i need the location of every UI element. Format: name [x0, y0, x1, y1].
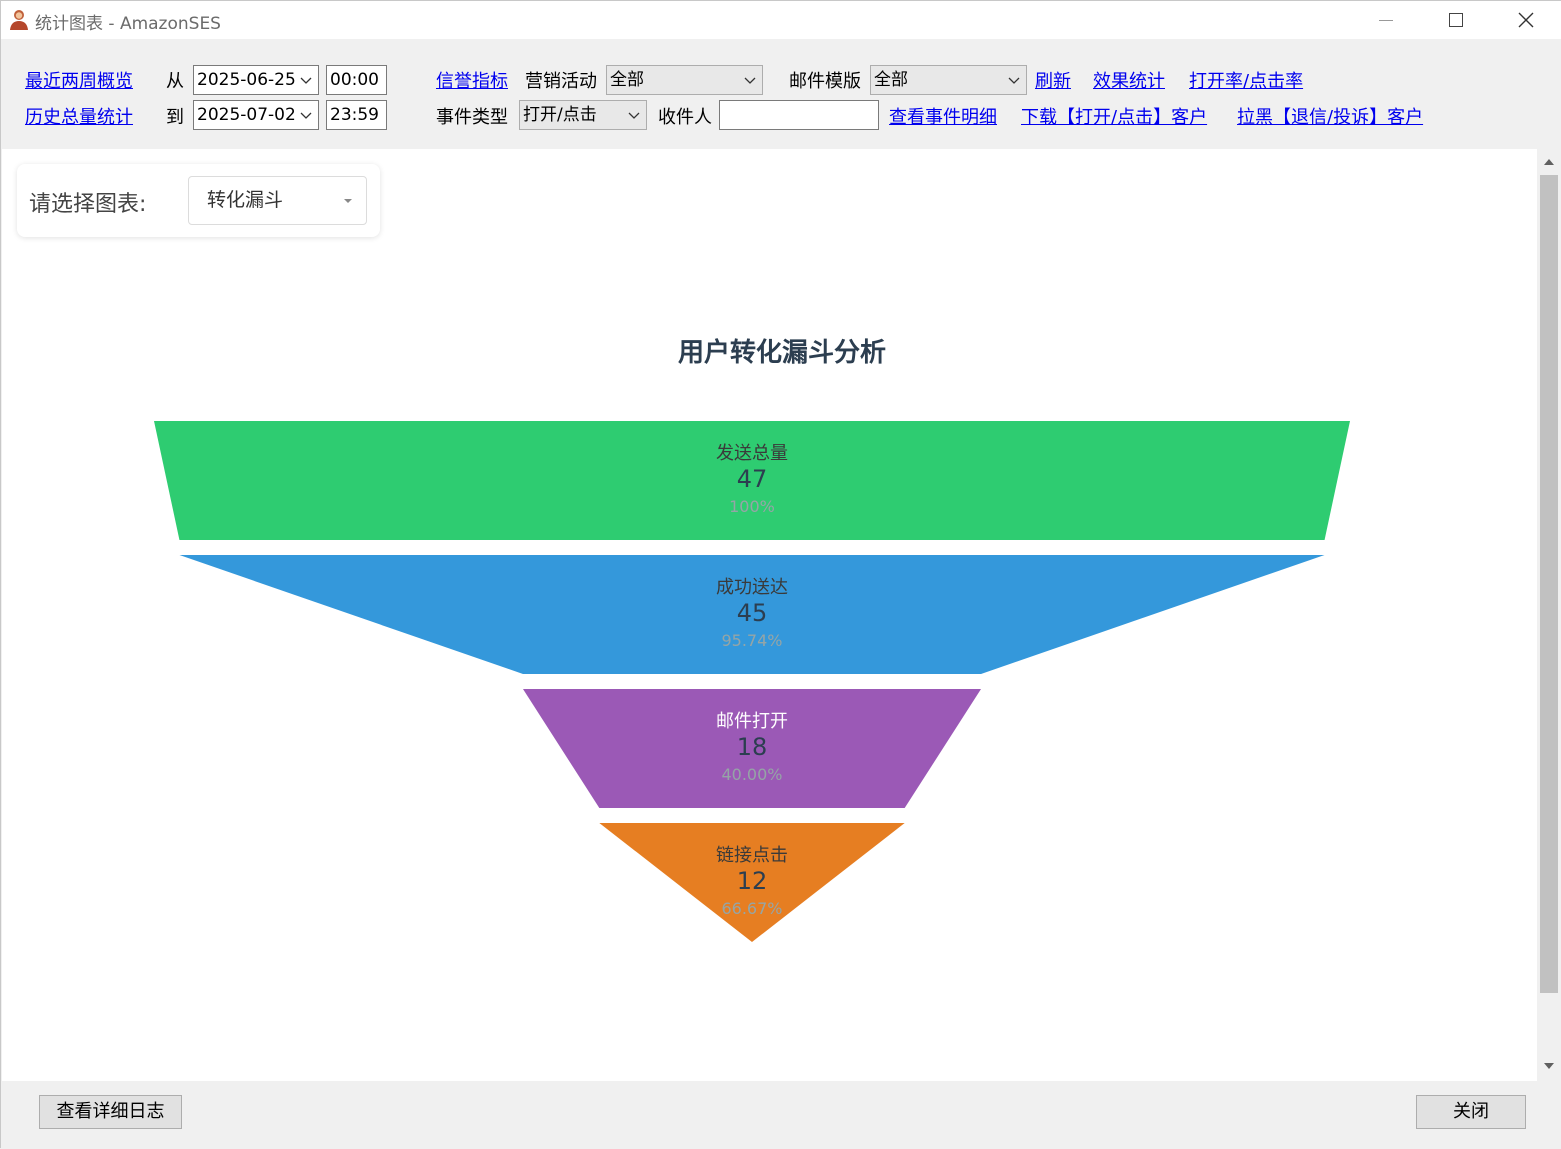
recipient-label: 收件人	[658, 107, 712, 128]
to-time-field[interactable]: 23:59	[326, 100, 387, 130]
download-open-click-link[interactable]: 下载【打开/点击】客户	[1021, 107, 1208, 128]
chart-title: 用户转化漏斗分析	[677, 338, 886, 368]
event-type-label: 事件类型	[436, 107, 508, 128]
funnel-stage-percent: 100%	[729, 497, 775, 516]
funnel-stage-3[interactable]	[522, 689, 982, 808]
close-icon	[1518, 12, 1534, 28]
funnel-stage-1[interactable]	[154, 421, 1350, 540]
footer-bar: 查看详细日志 关闭	[1, 1081, 1561, 1149]
funnel-stage-label: 链接点击	[716, 845, 788, 866]
from-time-field[interactable]: 00:00	[326, 65, 387, 95]
campaign-label: 营销活动	[525, 71, 597, 92]
recipient-input[interactable]	[719, 100, 879, 130]
close-button[interactable]: 关闭	[1416, 1095, 1526, 1129]
from-date-picker[interactable]: 2025-06-25	[193, 65, 319, 95]
event-type-select[interactable]: 打开/点击	[519, 100, 647, 130]
chart-selector-card: 请选择图表: 转化漏斗	[17, 164, 380, 237]
minimize-button[interactable]	[1351, 1, 1421, 39]
vertical-scrollbar[interactable]	[1537, 149, 1561, 1081]
funnel-stage-percent: 95.74%	[721, 631, 782, 650]
maximize-icon	[1449, 13, 1463, 27]
title-bar: 统计图表 - AmazonSES	[1, 1, 1561, 39]
template-select[interactable]: 全部	[870, 65, 1027, 95]
to-date-value: 2025-07-02	[197, 105, 296, 125]
effect-stats-link[interactable]: 效果统计	[1093, 71, 1165, 92]
scroll-thumb[interactable]	[1540, 175, 1558, 993]
chevron-down-icon	[628, 112, 640, 119]
open-click-rate-link[interactable]: 打开率/点击率	[1189, 71, 1304, 92]
funnel-stage-label: 成功送达	[716, 577, 788, 598]
campaign-select[interactable]: 全部	[606, 65, 763, 95]
funnel-stage-label: 邮件打开	[716, 711, 788, 732]
funnel-stage-value: 45	[737, 599, 768, 627]
caret-down-icon	[344, 199, 352, 203]
event-type-value: 打开/点击	[523, 105, 597, 125]
chart-type-select[interactable]: 转化漏斗	[188, 176, 367, 225]
to-label: 到	[166, 107, 184, 128]
chart-selector-label: 请选择图表:	[29, 192, 147, 217]
funnel-stage-2[interactable]	[179, 555, 1325, 674]
chart-type-value: 转化漏斗	[207, 189, 284, 211]
funnel-stage-label: 发送总量	[716, 443, 788, 464]
scroll-down-arrow-icon[interactable]	[1544, 1063, 1554, 1069]
template-label: 邮件模版	[789, 71, 861, 92]
toolbar: 最近两周概览 历史总量统计 从 到 2025-06-25 00:00 2025-…	[1, 39, 1561, 149]
template-value: 全部	[874, 70, 908, 90]
funnel-stage-value: 47	[737, 465, 768, 493]
campaign-value: 全部	[610, 70, 644, 90]
funnel-stage-percent: 40.00%	[721, 765, 782, 784]
funnel-stage-value: 18	[737, 733, 768, 761]
to-date-picker[interactable]: 2025-07-02	[193, 100, 319, 130]
maximize-button[interactable]	[1421, 1, 1491, 39]
reputation-link[interactable]: 信誉指标	[436, 71, 508, 92]
history-total-link[interactable]: 历史总量统计	[25, 107, 133, 128]
view-detail-log-button[interactable]: 查看详细日志	[39, 1095, 182, 1129]
chevron-down-icon	[1008, 77, 1020, 84]
window-title: 统计图表 - AmazonSES	[35, 14, 221, 34]
blacklist-bounce-link[interactable]: 拉黑【退信/投诉】客户	[1237, 107, 1424, 128]
from-label: 从	[166, 71, 184, 92]
refresh-link[interactable]: 刷新	[1035, 71, 1071, 92]
minimize-icon	[1379, 19, 1393, 21]
chevron-down-icon	[744, 77, 756, 84]
recent-two-weeks-link[interactable]: 最近两周概览	[25, 71, 133, 92]
funnel-stage-percent: 66.67%	[721, 899, 782, 918]
from-date-value: 2025-06-25	[197, 70, 296, 90]
view-event-detail-link[interactable]: 查看事件明细	[889, 107, 997, 128]
funnel-stage-4[interactable]	[599, 823, 905, 942]
scroll-up-arrow-icon[interactable]	[1544, 159, 1554, 165]
funnel-stage-value: 12	[737, 867, 768, 895]
app-user-icon	[10, 10, 28, 30]
chevron-down-icon	[300, 77, 312, 84]
close-window-button[interactable]	[1491, 1, 1561, 39]
chevron-down-icon	[300, 112, 312, 119]
